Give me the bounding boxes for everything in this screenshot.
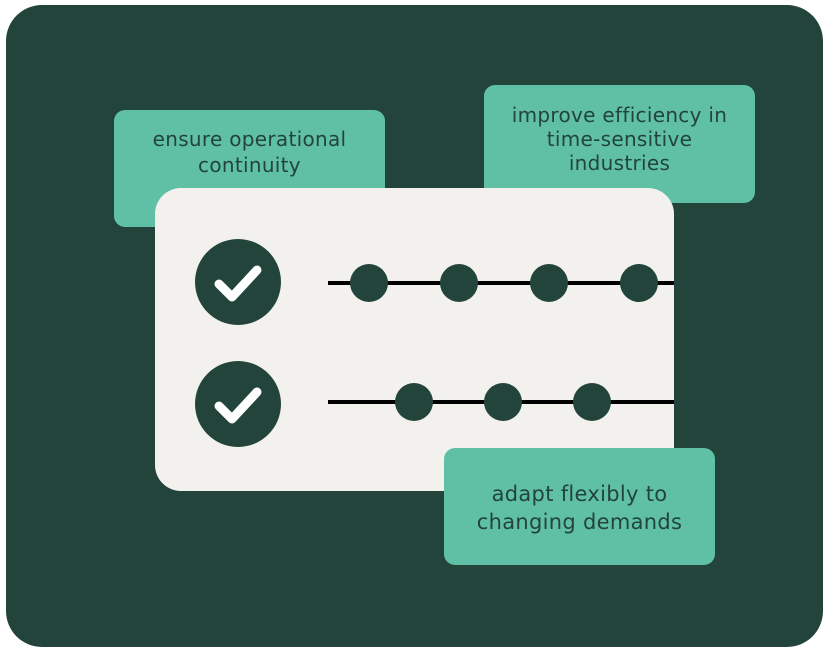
tag-line: industries	[568, 151, 671, 175]
tag-line: continuity	[198, 153, 301, 177]
tag-line: time-sensitive	[546, 127, 693, 151]
timeline-node	[620, 264, 658, 302]
tag-line: ensure operational	[152, 127, 347, 151]
tag-line: changing demands	[476, 510, 683, 534]
tag-adapt-flexibly: adapt flexibly to changing demands	[444, 448, 715, 565]
tag-improve-efficiency: improve efficiency in time-sensitive ind…	[484, 85, 755, 203]
timeline-node	[530, 264, 568, 302]
check-circle-icon	[195, 239, 281, 325]
tag-line: improve efficiency in	[511, 103, 728, 127]
timeline-node	[350, 264, 388, 302]
checkmark-icon	[214, 265, 262, 302]
checkmark-icon	[214, 387, 262, 424]
timeline-node	[484, 383, 522, 421]
timeline-node	[395, 383, 433, 421]
timeline-node	[573, 383, 611, 421]
timeline-node	[440, 264, 478, 302]
tag-line: adapt flexibly to	[491, 482, 668, 506]
check-circle-icon	[195, 361, 281, 447]
